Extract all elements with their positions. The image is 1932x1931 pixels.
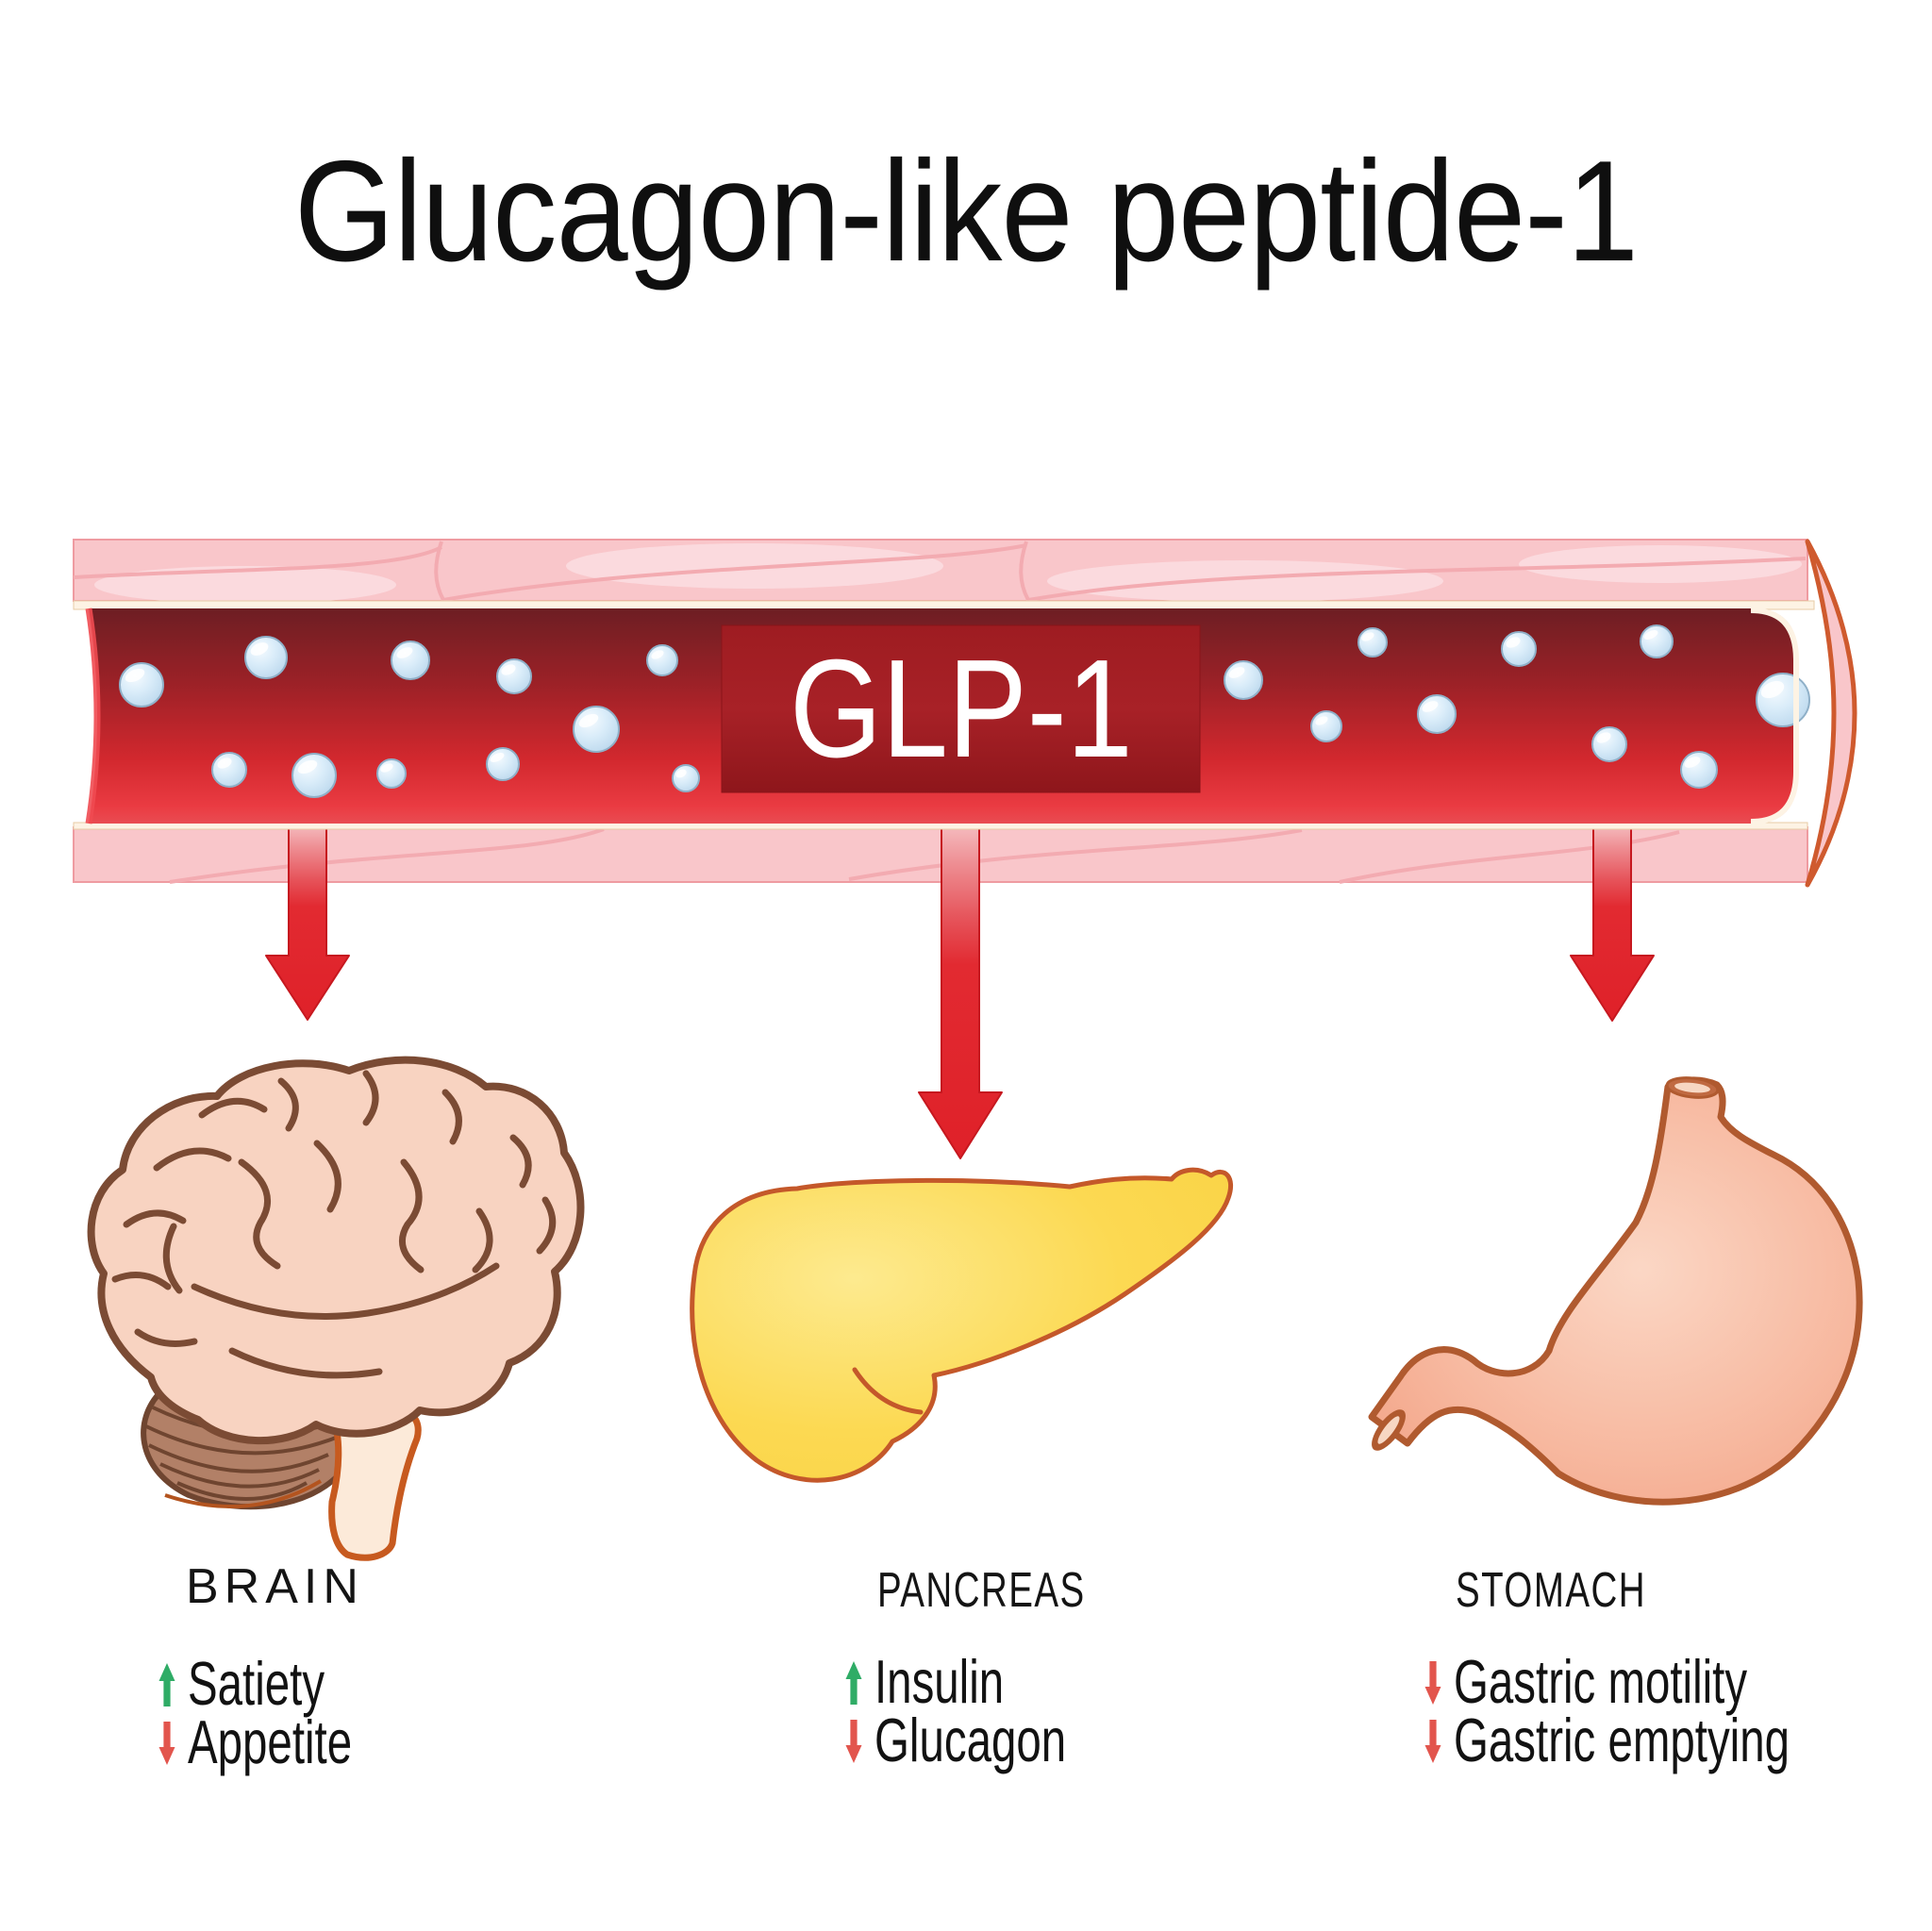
effect-label: Glucagon (874, 1706, 1067, 1774)
increase-arrow-icon (158, 1663, 175, 1706)
pancreas-illustration (690, 1167, 1234, 1483)
pancreas-body (690, 1167, 1234, 1483)
flow-arrow-to-brain (265, 824, 350, 1021)
glp1-molecule-highlights (125, 630, 1785, 778)
stomach-illustration (1368, 1076, 1863, 1506)
pancreas-notch (852, 1367, 924, 1415)
page-title: Glucagon-like peptide-1 (293, 131, 1639, 291)
duodenum-opening-inner (1377, 1416, 1400, 1444)
effect-brain-appetite: Appetite (158, 1711, 413, 1773)
glp1-molecules (119, 624, 1810, 798)
increase-arrow-icon (845, 1661, 862, 1705)
decrease-arrow-icon (158, 1722, 175, 1765)
decrease-arrow-glyph (158, 1722, 175, 1765)
effect-label: Satiety (188, 1649, 325, 1718)
effect-label: Gastric motility (1454, 1647, 1748, 1716)
lumen-left-rim (85, 608, 101, 824)
cerebellum-lower-edge (164, 1479, 323, 1508)
brainstem (328, 1407, 422, 1561)
flow-arrow-to-pancreas (918, 824, 1003, 1159)
glp1-label-text: GLP-1 (789, 630, 1133, 787)
decrease-arrow-glyph (1424, 1661, 1441, 1705)
effect-label: Appetite (188, 1707, 353, 1776)
increase-arrow-glyph (158, 1663, 175, 1706)
esophagus-opening-inner (1674, 1082, 1710, 1093)
decrease-arrow-icon (1424, 1720, 1441, 1763)
effect-pancreas-glucagon: Glucagon (845, 1709, 1137, 1771)
vessel-end-cap (1805, 539, 1857, 888)
effect-label: Insulin (874, 1647, 1005, 1716)
vessel-inner-lining-bottom (73, 822, 1808, 830)
organ-label-brain: BRAIN (186, 1559, 364, 1614)
effect-label: Gastric emptying (1454, 1706, 1790, 1774)
decrease-arrow-glyph (1424, 1720, 1441, 1763)
flow-arrow-to-stomach (1570, 824, 1655, 1022)
effect-pancreas-insulin: Insulin (845, 1651, 1052, 1712)
effect-stomach-emptying: Gastric emptying (1424, 1709, 1914, 1771)
decrease-arrow-icon (845, 1720, 862, 1763)
vessel-top-wall (73, 539, 1808, 604)
decrease-arrow-icon (1424, 1661, 1441, 1705)
effect-stomach-motility: Gastric motility (1424, 1651, 1856, 1712)
brain-illustration (87, 1056, 585, 1561)
glp1-label-box (721, 624, 1201, 793)
increase-arrow-glyph (845, 1661, 862, 1705)
decrease-arrow-glyph (845, 1720, 862, 1763)
organ-label-stomach: STOMACH (1456, 1563, 1647, 1618)
glp1-label: GLP-1 (722, 625, 1200, 792)
brain-gyri (111, 1070, 557, 1379)
stomach-body (1368, 1076, 1863, 1506)
effect-brain-satiety: Satiety (158, 1653, 375, 1714)
organ-label-pancreas: PANCREAS (877, 1563, 1086, 1618)
lumen-right-lining (1750, 608, 1799, 824)
vessel-inner-lining-top (73, 600, 1815, 610)
